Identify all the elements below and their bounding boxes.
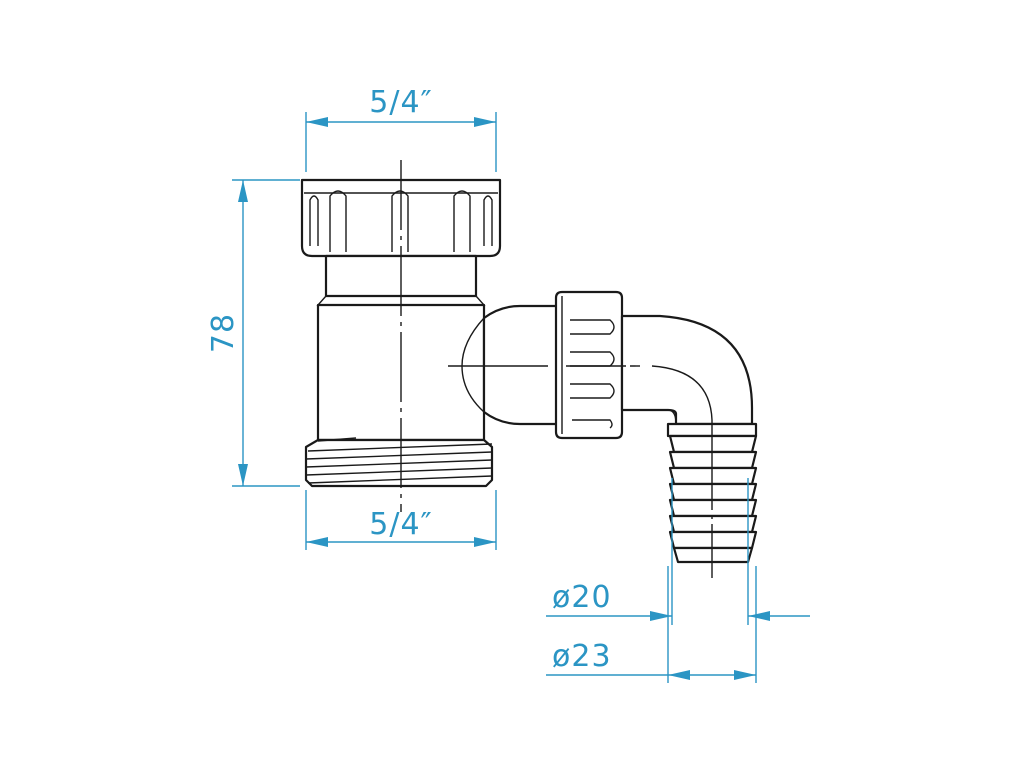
hose-inner-label: ø20 xyxy=(552,580,612,615)
side-nut xyxy=(554,290,624,440)
height-label: 78 xyxy=(206,313,241,353)
fitting-body xyxy=(300,160,758,578)
elbow xyxy=(620,314,754,426)
dimension-hose-inner: ø20 xyxy=(546,478,810,625)
bottom-thread xyxy=(304,437,494,488)
bottom-width-label: 5/4″ xyxy=(369,507,433,542)
dimension-bottom-width: 5/4″ xyxy=(305,490,497,550)
center-lines xyxy=(400,160,713,578)
dimension-hose-outer: ø23 xyxy=(546,566,757,683)
dimension-top-width: 5/4″ xyxy=(305,85,497,172)
dimension-height: 78 xyxy=(206,179,300,487)
hose-barb xyxy=(666,422,758,564)
top-width-label: 5/4″ xyxy=(369,85,433,120)
hose-outer-label: ø23 xyxy=(552,639,612,674)
